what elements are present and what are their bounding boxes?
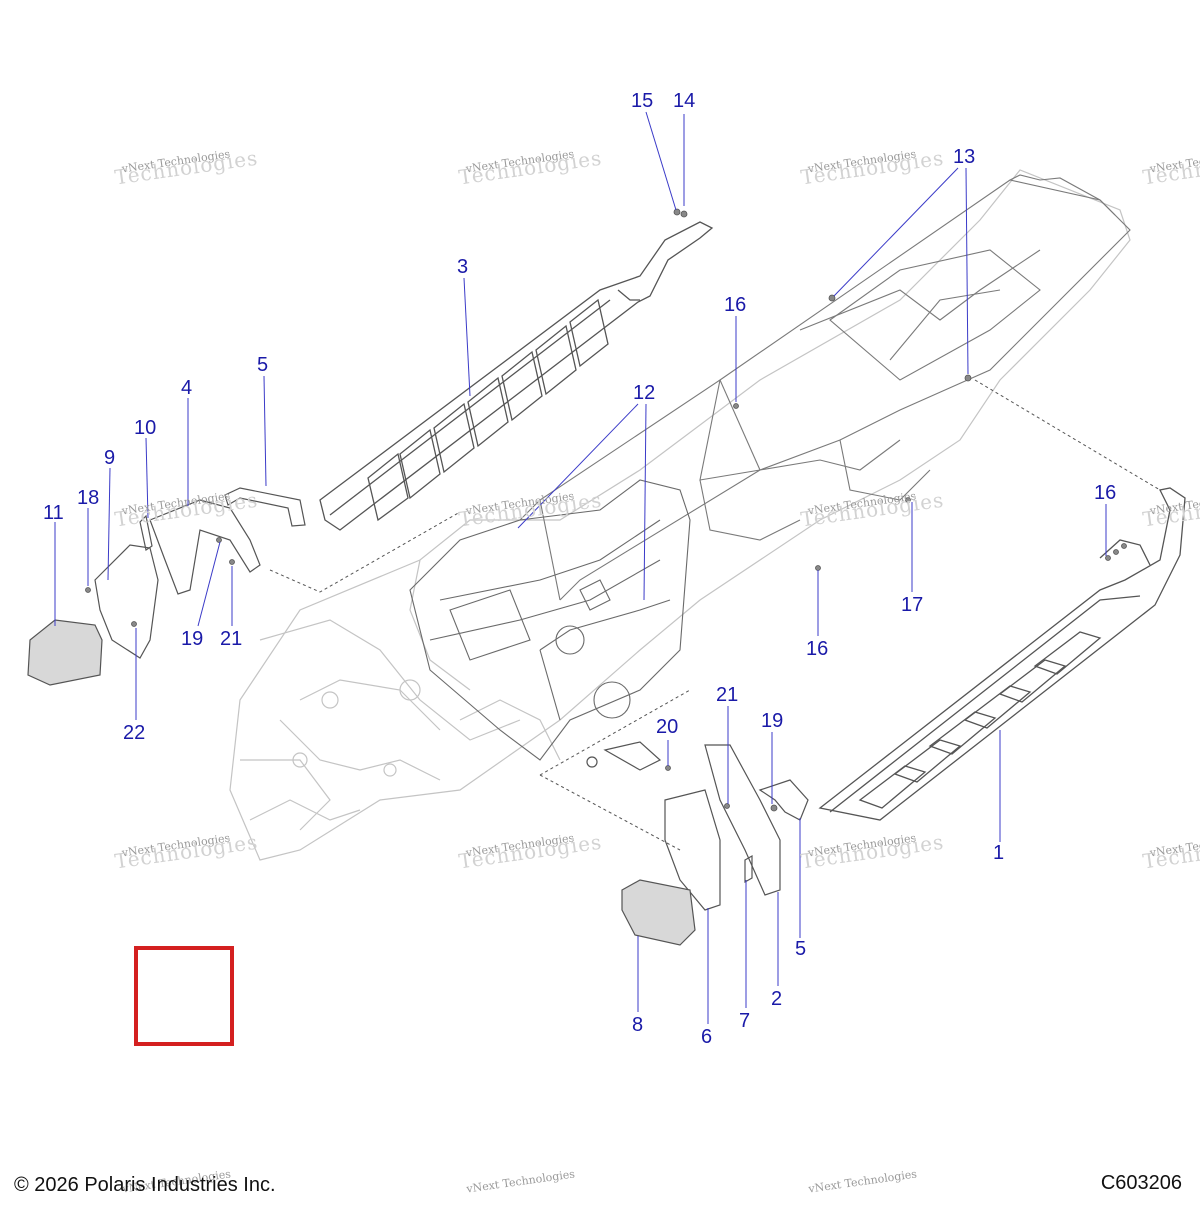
bracket-4 bbox=[149, 499, 261, 595]
running-board-left-cutouts bbox=[367, 298, 609, 522]
leader-lines bbox=[54, 111, 1107, 1024]
handle-5-left bbox=[224, 487, 306, 527]
callout-14[interactable]: 14 bbox=[673, 90, 696, 112]
chassis-frame bbox=[229, 169, 1131, 861]
bracket-2 bbox=[704, 744, 781, 896]
callout-8[interactable]: 8 bbox=[632, 1014, 644, 1036]
fasteners bbox=[85, 208, 1127, 812]
callout-13[interactable]: 13 bbox=[953, 146, 976, 168]
callout-4[interactable]: 4 bbox=[181, 377, 193, 399]
bulkhead-assembly bbox=[409, 479, 691, 761]
tunnel-assembly bbox=[519, 174, 1131, 601]
running-board-left bbox=[319, 221, 714, 531]
running-board-right bbox=[818, 487, 1186, 821]
assembly-lines bbox=[269, 379, 1161, 851]
callout-15[interactable]: 15 bbox=[631, 90, 654, 112]
left-side-parts bbox=[27, 487, 306, 686]
callout-18[interactable]: 18 bbox=[77, 487, 100, 509]
callout-7[interactable]: 7 bbox=[739, 1010, 751, 1032]
plate-9 bbox=[94, 544, 159, 659]
right-side-parts bbox=[586, 741, 809, 946]
callout-5-left[interactable]: 5 bbox=[257, 354, 269, 376]
diagram-code: C603206 bbox=[1100, 1172, 1182, 1194]
pad-8 bbox=[621, 879, 696, 946]
callout-12-left[interactable]: 12 bbox=[633, 382, 656, 404]
callout-20[interactable]: 20 bbox=[656, 716, 679, 738]
bracket-20 bbox=[603, 741, 662, 771]
highlight-box bbox=[134, 946, 234, 1046]
callout-10[interactable]: 10 bbox=[134, 417, 157, 439]
stud-10 bbox=[139, 514, 153, 551]
pad-11 bbox=[27, 619, 103, 686]
callout-16-right[interactable]: 16 bbox=[1094, 482, 1117, 504]
callout-1[interactable]: 1 bbox=[993, 842, 1005, 864]
callout-17[interactable]: 17 bbox=[901, 594, 924, 616]
callout-5-right[interactable]: 5 bbox=[795, 938, 807, 960]
callout-19-left[interactable]: 19 bbox=[181, 628, 204, 650]
callout-6[interactable]: 6 bbox=[701, 1026, 713, 1048]
callout-3[interactable]: 3 bbox=[457, 256, 469, 278]
callout-16-lower[interactable]: 16 bbox=[806, 638, 829, 660]
callout-2[interactable]: 2 bbox=[771, 988, 783, 1010]
callout-19-right[interactable]: 19 bbox=[761, 710, 784, 732]
plate-6 bbox=[664, 789, 721, 911]
stud-7 bbox=[744, 854, 753, 884]
callout-22[interactable]: 22 bbox=[123, 722, 146, 744]
callout-21-right[interactable]: 21 bbox=[716, 684, 739, 706]
callout-21-left[interactable]: 21 bbox=[220, 628, 243, 650]
copyright-text: © 2026 Polaris Industries Inc. bbox=[14, 1174, 276, 1196]
callout-9[interactable]: 9 bbox=[104, 447, 116, 469]
callout-16-tunnel[interactable]: 16 bbox=[724, 294, 747, 316]
running-board-right-cutouts bbox=[858, 631, 1102, 809]
callout-11[interactable]: 11 bbox=[43, 502, 64, 524]
